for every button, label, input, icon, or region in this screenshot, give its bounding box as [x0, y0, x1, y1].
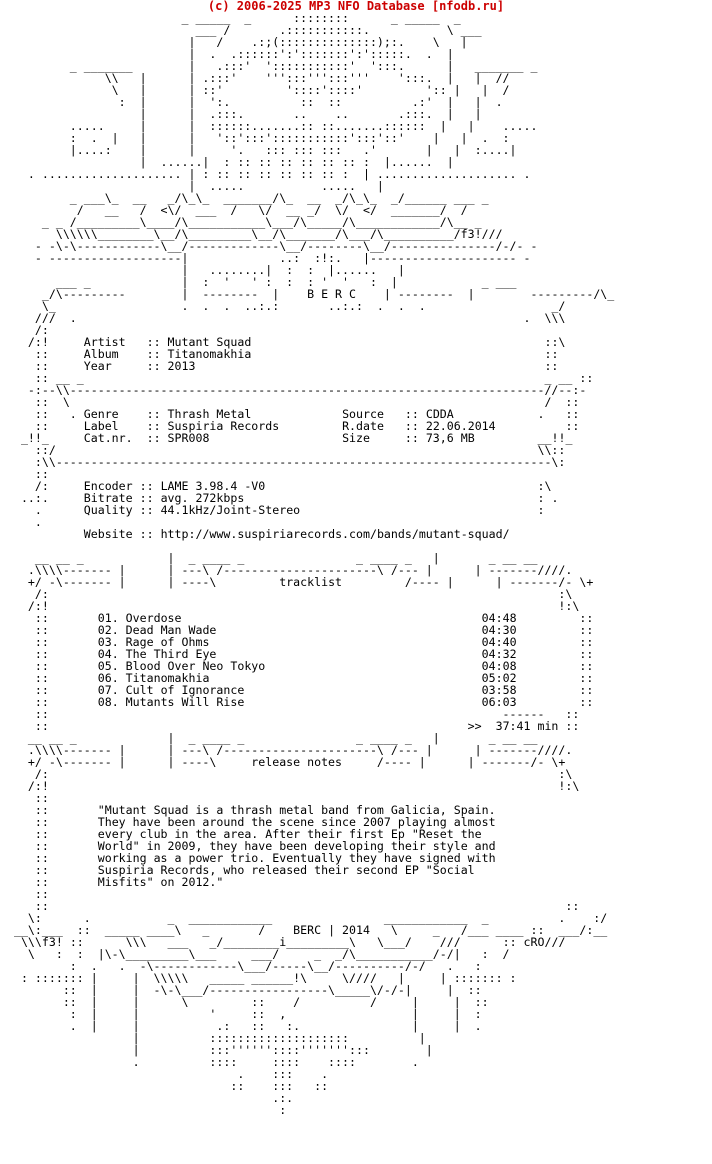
- footer-group: BERC: [293, 923, 322, 937]
- catnr-label: Cat.nr.: [83, 431, 133, 445]
- footer-tag-left: f3!: [41, 935, 63, 949]
- source-label: Source: [342, 407, 384, 421]
- genre-value: Thrash Metal: [167, 407, 252, 421]
- track-number: 05.: [97, 659, 119, 673]
- track-time: 04:48: [481, 611, 517, 625]
- year-value: 2013: [167, 359, 196, 373]
- notes-line: Misfits" on 2012.": [97, 875, 224, 889]
- track-time: 04:30: [481, 623, 517, 637]
- rdate-label: R.date: [342, 419, 384, 433]
- bitrate-value: avg. 272kbps: [160, 491, 245, 505]
- track-title: The Third Eye: [125, 647, 217, 661]
- track-number: 03.: [97, 635, 119, 649]
- size-value: 73,6 MB: [425, 431, 475, 445]
- group-name: B E R C: [307, 287, 356, 301]
- total-time: 37:41 min: [495, 719, 559, 733]
- track-time: 04:40: [481, 635, 517, 649]
- nfo-text: _ _____ _ :::::::: _ _____ _ ___ / .::::…: [13, 11, 615, 1117]
- notes-line: "Mutant Squad is a thrash metal band fro…: [97, 803, 496, 817]
- encoder-value: LAME 3.98.4 -V0: [160, 479, 266, 493]
- bitrate-label: Bitrate: [83, 491, 133, 505]
- track-time: 04:08: [481, 659, 517, 673]
- track-number: 08.: [97, 695, 119, 709]
- site-header: (c) 2006-2025 MP3 NFO Database [nfodb.ru…: [207, 0, 505, 13]
- genre-label: Genre: [83, 407, 119, 421]
- notes-line: They have been around the scene since 20…: [97, 815, 496, 829]
- track-title: Dead Man Wade: [125, 623, 217, 637]
- quality-value: 44.1kHz/Joint-Stereo: [160, 503, 301, 517]
- notes-line: World" in 2009, they have been developin…: [97, 839, 496, 853]
- track-time: 06:03: [481, 695, 517, 709]
- track-title: Cult of Ignorance: [125, 683, 245, 697]
- album-value: Titanomakhia: [167, 347, 252, 361]
- notes-line: working as a power trio. Eventually they…: [97, 851, 496, 865]
- track-title: Blood Over Neo Tokyo: [125, 659, 266, 673]
- size-label: Size: [342, 431, 370, 445]
- track-time: 03:58: [481, 683, 517, 697]
- website-label: Website: [83, 527, 133, 541]
- quality-label: Quality: [83, 503, 133, 517]
- artist-label: Artist: [83, 335, 126, 349]
- label-value: Suspiria Records: [167, 419, 280, 433]
- track-title: Titanomakhia: [125, 671, 210, 685]
- source-value: CDDA: [425, 407, 454, 421]
- track-number: 07.: [97, 683, 119, 697]
- artist-value: Mutant Squad: [167, 335, 252, 349]
- notes-line: Suspiria Records, who released their sec…: [97, 863, 475, 877]
- notes-line: every club in the area. After their firs…: [97, 827, 482, 841]
- website-link: http://www.suspiriarecords.com/bands/mut…: [160, 527, 510, 541]
- label-label: Label: [83, 419, 119, 433]
- track-title: Mutants Will Rise: [125, 695, 245, 709]
- track-time: 05:02: [481, 671, 517, 685]
- footer-year: 2014: [342, 923, 370, 937]
- album-label: Album: [83, 347, 119, 361]
- track-number: 06.: [97, 671, 119, 685]
- track-title: Overdose: [125, 611, 182, 625]
- notes-title: release notes: [251, 755, 343, 769]
- track-number: 01.: [97, 611, 119, 625]
- encoder-label: Encoder: [83, 479, 133, 493]
- tracklist-title: tracklist: [279, 575, 343, 589]
- year-label: Year: [83, 359, 112, 373]
- catnr-value: SPR008: [167, 431, 210, 445]
- track-time: 04:32: [481, 647, 517, 661]
- track-number: 02.: [97, 623, 119, 637]
- footer-tag-right: cRO: [523, 935, 545, 949]
- track-title: Rage of Ohms: [125, 635, 210, 649]
- track-number: 04.: [97, 647, 119, 661]
- rdate-value: 22.06.2014: [425, 419, 496, 433]
